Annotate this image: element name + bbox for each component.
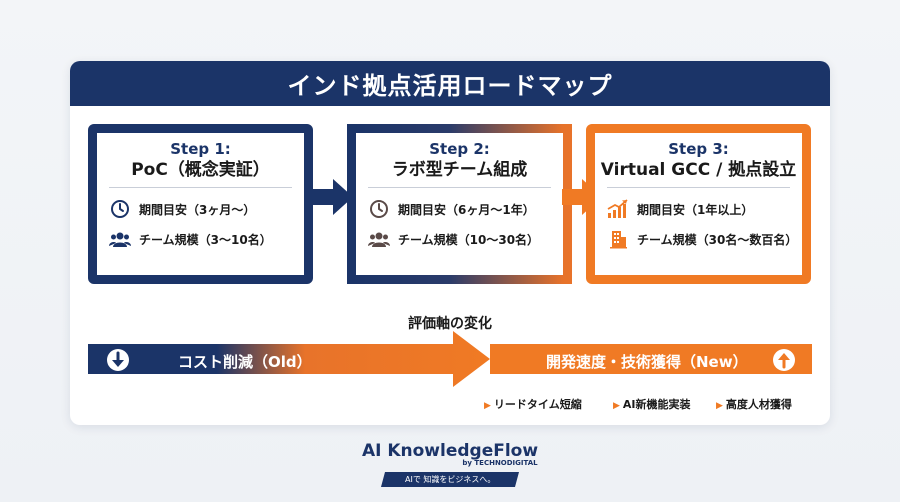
step-3-period-row: 期間目安（1年以上） [607, 196, 802, 222]
axis-label: 評価軸の変化 [408, 316, 492, 332]
step-1-divider [109, 187, 292, 188]
brand-tagline-text: AIで 知識をビジネスへ。 [404, 475, 496, 484]
triangle-bullet-icon: ▶ [716, 401, 723, 411]
step-2-divider [368, 187, 551, 188]
triangle-bullet-icon: ▶ [484, 401, 491, 411]
tag-ai-features: ▶AI新機能実装 [613, 396, 691, 412]
down-arrow-icon [107, 349, 129, 371]
step-1-team: チーム規模（3〜10名） [139, 232, 272, 247]
old-criterion: コスト削減（Old） [178, 353, 312, 371]
tag-leadtime-label: リードタイム短縮 [493, 398, 582, 411]
evaluation-shift-arrow [88, 331, 812, 387]
step-3-card: Step 3: Virtual GCC / 拠点設立 期間目安（1年以上） チー… [586, 124, 811, 284]
step-2-card: Step 2: ラボ型チーム組成 期間目安（6ヶ月〜1年） チーム規模（10〜3… [347, 124, 572, 284]
tag-ai-features-label: AI新機能実装 [622, 398, 691, 411]
step-3-number: Step 3: [668, 140, 729, 158]
step-1-number: Step 1: [170, 140, 231, 158]
brand-name: AI KnowledgeFlow [0, 441, 900, 461]
step-2-name: ラボ型チーム組成 [391, 160, 528, 180]
step-2-team-row: チーム規模（10〜30名） [368, 226, 563, 252]
step-3-team: チーム規模（30名〜数百名） [637, 232, 798, 247]
step-3-period: 期間目安（1年以上） [637, 202, 754, 217]
step-1-period: 期間目安（3ヶ月〜） [139, 202, 256, 217]
step-1-card: Step 1: PoC（概念実証） 期間目安（3ヶ月〜） チーム規模（3〜10名… [88, 124, 313, 284]
step-1-period-row: 期間目安（3ヶ月〜） [109, 196, 304, 222]
new-criterion: 開発速度・技術獲得（New） [546, 353, 748, 371]
tag-talent-label: 高度人材獲得 [725, 398, 792, 411]
clock-icon [109, 199, 131, 219]
clock-icon [368, 199, 390, 219]
roadmap-title: インド拠点活用ロードマップ [70, 61, 830, 106]
people-icon [368, 229, 390, 249]
brand-ai: AI [361, 441, 382, 461]
tag-talent: ▶高度人材獲得 [716, 396, 792, 412]
step-1-name: PoC（概念実証） [131, 160, 270, 180]
footer-logo: AI KnowledgeFlow by TECHNODIGITAL AIで 知識… [0, 441, 900, 487]
step-2-team: チーム規模（10〜30名） [398, 232, 540, 247]
step-3-name: Virtual GCC / 拠点設立 [600, 160, 797, 180]
tag-leadtime: ▶リードタイム短縮 [484, 396, 582, 412]
step-2-number: Step 2: [429, 140, 490, 158]
step-3-team-row: チーム規模（30名〜数百名） [607, 226, 802, 252]
step-1-team-row: チーム規模（3〜10名） [109, 226, 304, 252]
roadmap-panel: インド拠点活用ロードマップ Step 1: PoC（概念実証） 期間目安（3ヶ月… [70, 61, 830, 425]
up-arrow-icon [773, 349, 795, 371]
step-3-divider [607, 187, 790, 188]
step-2-period: 期間目安（6ヶ月〜1年） [398, 202, 535, 217]
connector-arrow-1 [313, 179, 353, 215]
building-icon [607, 229, 629, 249]
growth-chart-icon [607, 199, 629, 219]
brand-by: by TECHNODIGITAL [462, 459, 538, 467]
brand-tagline: AIで 知識をビジネスへ。 [380, 472, 520, 487]
people-icon [109, 229, 131, 249]
step-2-period-row: 期間目安（6ヶ月〜1年） [368, 196, 563, 222]
brand-knowledgeflow: KnowledgeFlow [387, 441, 539, 461]
triangle-bullet-icon: ▶ [613, 401, 620, 411]
